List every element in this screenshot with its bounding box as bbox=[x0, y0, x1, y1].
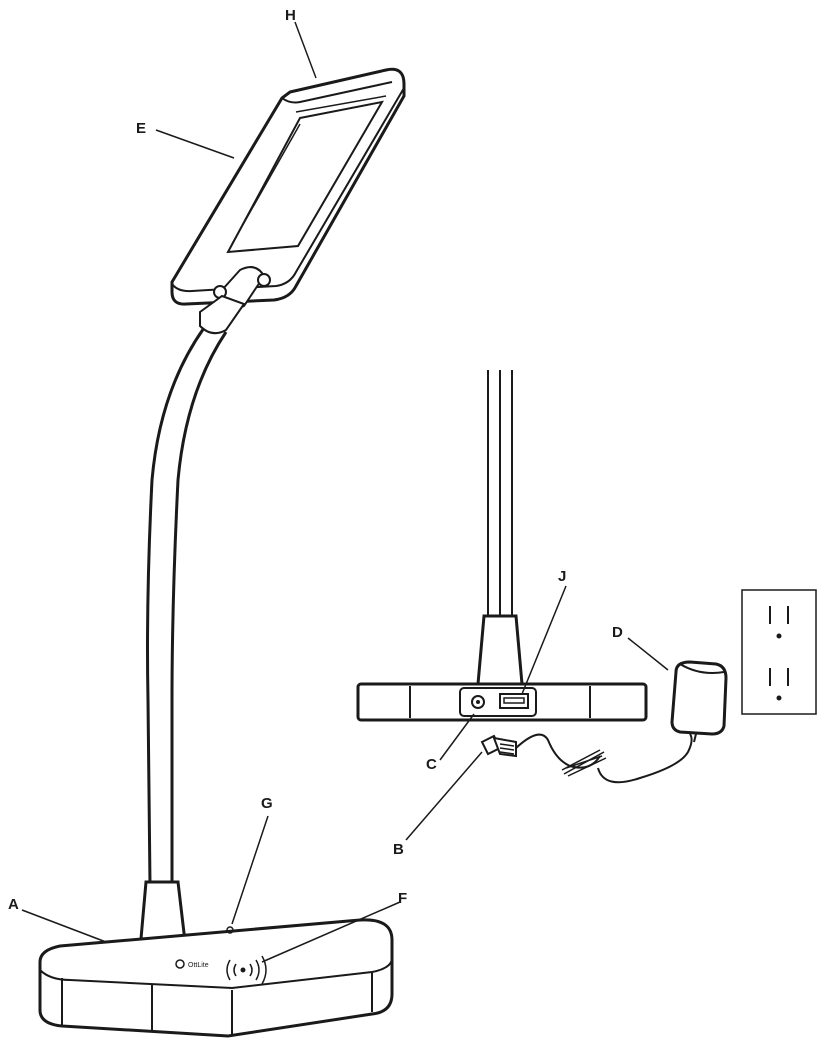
power-plug bbox=[480, 734, 517, 758]
lamp-base: OttLite bbox=[38, 918, 394, 1038]
cord-bundle bbox=[561, 749, 607, 777]
detail-base bbox=[356, 682, 648, 722]
leader-lines bbox=[21, 21, 669, 963]
lamp-head bbox=[170, 67, 406, 306]
power-adapter bbox=[670, 660, 728, 743]
wall-outlet bbox=[741, 589, 817, 715]
power-cord bbox=[515, 733, 601, 769]
label-g: G bbox=[261, 795, 273, 812]
label-j: J bbox=[558, 568, 566, 585]
label-c: C bbox=[426, 756, 437, 773]
gooseneck bbox=[146, 327, 228, 886]
label-h: H bbox=[285, 7, 296, 24]
label-e: E bbox=[136, 120, 146, 137]
label-d: D bbox=[612, 624, 623, 641]
head-joint bbox=[199, 266, 271, 335]
label-a: A bbox=[8, 896, 19, 913]
adapter-cord bbox=[597, 733, 693, 784]
label-f: F bbox=[398, 890, 407, 907]
svg-text:OttLite: OttLite bbox=[188, 962, 209, 969]
detail-stem bbox=[476, 370, 524, 686]
brand-logo: OttLite bbox=[175, 959, 209, 969]
wireless-charger-icon bbox=[226, 955, 267, 985]
label-b: B bbox=[393, 841, 404, 858]
